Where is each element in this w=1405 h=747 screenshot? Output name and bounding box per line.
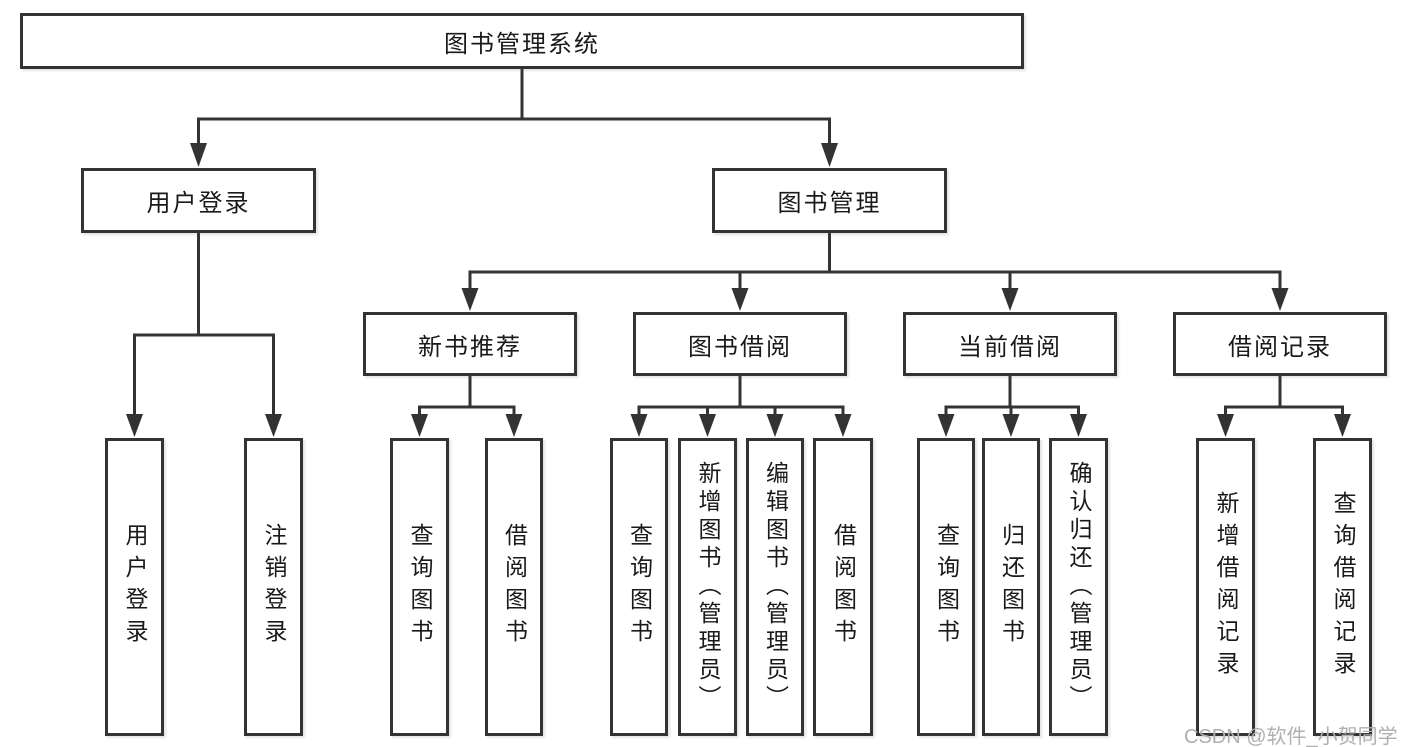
watermark: CSDN @软件_小贺同学 <box>1184 726 1398 747</box>
leaf-borrow-books-1: 借阅图书 <box>485 438 543 736</box>
leaf-add-borrow-record: 新增借阅记录 <box>1196 438 1255 736</box>
node-user-login: 用户登录 <box>81 168 316 233</box>
leaf-query-books-1: 查询图书 <box>390 438 449 736</box>
node-label: 图书管理 <box>777 191 882 217</box>
leaf-query-books-2: 查询图书 <box>610 438 668 736</box>
leaf-label: 用户登录 <box>122 523 147 651</box>
leaf-label: 新增借阅记录 <box>1213 491 1238 683</box>
node-label: 图书管理系统 <box>444 31 600 58</box>
leaf-borrow-books-2: 借阅图书 <box>813 438 873 736</box>
leaf-label: 查询图书 <box>407 523 432 651</box>
arrowheads <box>126 143 1351 437</box>
node-book-management: 图书管理 <box>712 168 947 233</box>
leaf-label: 查询借阅记录 <box>1330 491 1355 683</box>
node-label: 借阅记录 <box>1228 334 1332 361</box>
node-label: 当前借阅 <box>958 334 1062 361</box>
leaf-confirm-return-admin: 确认归还（管理员） <box>1049 438 1108 736</box>
node-label: 图书借阅 <box>688 334 792 361</box>
leaf-logout: 注销登录 <box>244 438 303 736</box>
leaf-label: 注销登录 <box>261 523 286 651</box>
node-borrowing-records: 借阅记录 <box>1173 312 1387 376</box>
leaf-add-book-admin: 新增图书（管理员） <box>678 438 737 736</box>
node-library-management-system: 图书管理系统 <box>20 13 1024 69</box>
node-label: 新书推荐 <box>418 334 522 361</box>
leaf-query-borrow-record: 查询借阅记录 <box>1313 438 1372 736</box>
leaf-edit-book-admin: 编辑图书（管理员） <box>746 438 804 736</box>
leaf-label: 借阅图书 <box>501 523 527 651</box>
leaf-label: 编辑图书（管理员） <box>762 461 788 713</box>
leaf-label: 查询图书 <box>626 523 652 651</box>
leaf-label: 确认归还（管理员） <box>1066 461 1091 713</box>
leaf-query-books-3: 查询图书 <box>917 438 975 736</box>
leaf-label: 借阅图书 <box>830 523 856 651</box>
leaf-label: 新增图书（管理员） <box>695 461 720 713</box>
leaf-label: 归还图书 <box>998 523 1024 651</box>
leaf-return-book: 归还图书 <box>982 438 1040 736</box>
node-current-borrowing: 当前借阅 <box>903 312 1117 376</box>
node-book-borrowing: 图书借阅 <box>633 312 847 376</box>
leaf-label: 查询图书 <box>933 523 959 651</box>
node-label: 用户登录 <box>146 191 251 217</box>
leaf-user-login: 用户登录 <box>105 438 164 736</box>
node-new-book-recommend: 新书推荐 <box>363 312 577 376</box>
